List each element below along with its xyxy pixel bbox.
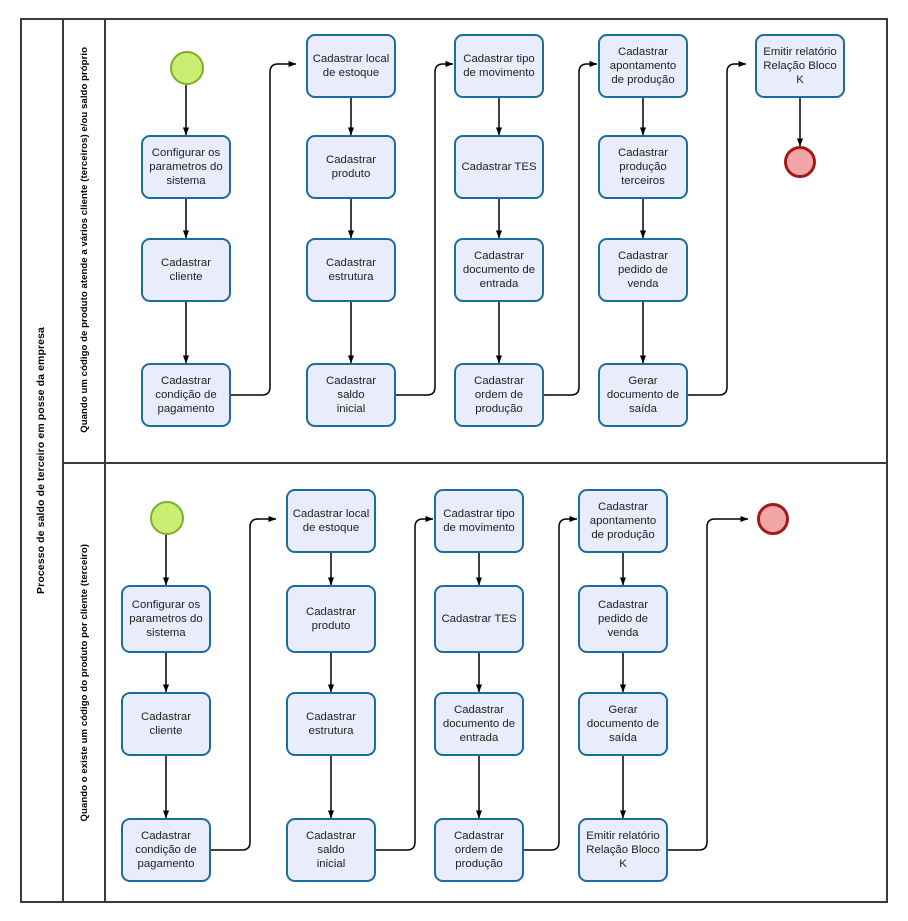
task-lane1-cadastrar-produto[interactable]: Cadastrar produto	[306, 135, 396, 199]
task-label: Cadastrar pedido de venda	[597, 598, 649, 640]
start-event-lane2[interactable]	[150, 501, 184, 535]
task-lane1-cadastrar-apontamento-producao[interactable]: Cadastrar apontamento de produção	[598, 34, 688, 98]
task-lane2-gerar-documento-saida[interactable]: Gerar documento de saída	[578, 692, 668, 756]
task-label: Emitir relatório Relação Bloco K	[763, 45, 837, 87]
task-lane2-cadastrar-condicao-pagamento[interactable]: Cadastrar condição de pagamento	[121, 818, 211, 882]
task-label: Configurar os parametros do sistema	[129, 598, 203, 640]
task-label: Gerar documento de saída	[586, 703, 660, 745]
task-lane2-cadastrar-pedido-venda[interactable]: Cadastrar pedido de venda	[578, 585, 668, 653]
task-lane1-emitir-relatorio-bloco-k[interactable]: Emitir relatório Relação Bloco K	[755, 34, 845, 98]
task-label: Cadastrar cliente	[140, 710, 191, 737]
task-lane1-cadastrar-estrutura[interactable]: Cadastrar estrutura	[306, 238, 396, 302]
task-label: Cadastrar produção terceiros	[617, 146, 668, 188]
task-label: Cadastrar apontamento de produção	[609, 45, 677, 87]
task-label: Cadastrar pedido de venda	[617, 249, 669, 291]
task-label: Cadastrar produto	[325, 153, 376, 180]
task-label: Cadastrar tipo de movimento	[463, 52, 535, 79]
lane-divider	[64, 462, 888, 464]
task-label: Cadastrar condição de pagamento	[135, 829, 197, 871]
task-lane1-cadastrar-documento-entrada[interactable]: Cadastrar documento de entrada	[454, 238, 544, 302]
end-event-lane1[interactable]	[784, 146, 816, 178]
task-label: Cadastrar apontamento de produção	[589, 500, 657, 542]
task-label: Gerar documento de saída	[606, 374, 680, 416]
end-event-lane2[interactable]	[757, 503, 789, 535]
task-lane2-cadastrar-saldo-inicial[interactable]: Cadastrar saldo inicial	[286, 818, 376, 882]
task-label: Cadastrar local de estoque	[292, 507, 370, 534]
task-label: Cadastrar documento de entrada	[442, 703, 516, 745]
task-lane1-cadastrar-tes[interactable]: Cadastrar TES	[454, 135, 544, 199]
task-label: Cadastrar saldo inicial	[305, 829, 356, 871]
lane-label-1: Quando um código de produto atende a vár…	[64, 18, 106, 462]
task-label: Emitir relatório Relação Bloco K	[586, 829, 660, 871]
lane-label-2-text: Quando o existe um código do produto por…	[78, 543, 90, 822]
task-lane1-cadastrar-condicao-pagamento[interactable]: Cadastrar condição de pagamento	[141, 363, 231, 427]
task-lane2-emitir-relatorio-bloco-k[interactable]: Emitir relatório Relação Bloco K	[578, 818, 668, 882]
task-lane1-cadastrar-cliente[interactable]: Cadastrar cliente	[141, 238, 231, 302]
task-label: Cadastrar ordem de produção	[453, 829, 504, 871]
task-label: Cadastrar cliente	[160, 256, 211, 283]
task-lane1-cadastrar-tipo-movimento[interactable]: Cadastrar tipo de movimento	[454, 34, 544, 98]
task-lane2-cadastrar-cliente[interactable]: Cadastrar cliente	[121, 692, 211, 756]
task-lane1-cadastrar-pedido-venda[interactable]: Cadastrar pedido de venda	[598, 238, 688, 302]
task-lane1-cadastrar-ordem-producao[interactable]: Cadastrar ordem de produção	[454, 363, 544, 427]
task-label: Cadastrar saldo inicial	[325, 374, 376, 416]
task-label: Cadastrar TES	[461, 160, 537, 173]
task-lane1-configurar-parametros[interactable]: Configurar os parametros do sistema	[141, 135, 231, 199]
task-lane2-configurar-parametros[interactable]: Configurar os parametros do sistema	[121, 585, 211, 653]
task-lane2-cadastrar-ordem-producao[interactable]: Cadastrar ordem de produção	[434, 818, 524, 882]
task-label: Cadastrar produto	[305, 605, 356, 632]
task-label: Cadastrar ordem de produção	[473, 374, 524, 416]
task-label: Cadastrar estrutura	[325, 256, 376, 283]
task-lane2-cadastrar-estrutura[interactable]: Cadastrar estrutura	[286, 692, 376, 756]
lane-label-2: Quando o existe um código do produto por…	[64, 462, 106, 903]
task-lane2-cadastrar-local-estoque[interactable]: Cadastrar local de estoque	[286, 489, 376, 553]
task-lane1-cadastrar-local-estoque[interactable]: Cadastrar local de estoque	[306, 34, 396, 98]
task-label: Cadastrar tipo de movimento	[443, 507, 515, 534]
task-lane2-cadastrar-tipo-movimento[interactable]: Cadastrar tipo de movimento	[434, 489, 524, 553]
task-label: Cadastrar local de estoque	[312, 52, 390, 79]
task-lane2-cadastrar-produto[interactable]: Cadastrar produto	[286, 585, 376, 653]
task-lane1-cadastrar-producao-terceiros[interactable]: Cadastrar produção terceiros	[598, 135, 688, 199]
lane-label-1-text: Quando um código de produto atende a vár…	[78, 47, 90, 433]
task-lane2-cadastrar-tes[interactable]: Cadastrar TES	[434, 585, 524, 653]
task-lane2-cadastrar-documento-entrada[interactable]: Cadastrar documento de entrada	[434, 692, 524, 756]
task-lane1-gerar-documento-saida[interactable]: Gerar documento de saída	[598, 363, 688, 427]
task-label: Cadastrar TES	[441, 612, 517, 625]
task-lane2-cadastrar-apontamento-producao[interactable]: Cadastrar apontamento de produção	[578, 489, 668, 553]
task-label: Cadastrar estrutura	[305, 710, 356, 737]
start-event-lane1[interactable]	[170, 51, 204, 85]
task-label: Cadastrar condição de pagamento	[155, 374, 217, 416]
pool-title: Processo de saldo de terceiro em posse d…	[20, 18, 64, 903]
task-label: Cadastrar documento de entrada	[462, 249, 536, 291]
task-label: Configurar os parametros do sistema	[149, 146, 223, 188]
pool-title-text: Processo de saldo de terceiro em posse d…	[35, 327, 47, 594]
task-lane1-cadastrar-saldo-inicial[interactable]: Cadastrar saldo inicial	[306, 363, 396, 427]
